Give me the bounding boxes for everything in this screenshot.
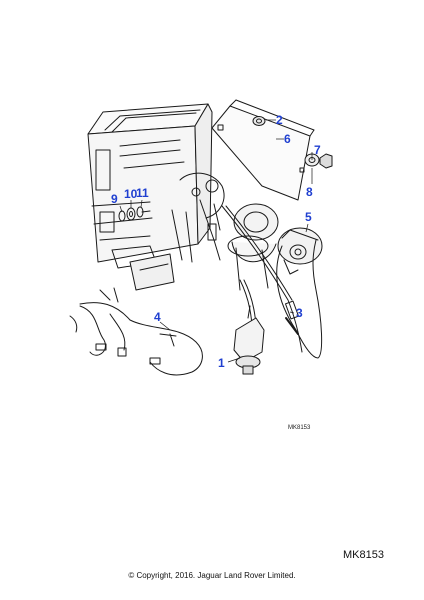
callout-6: 6 xyxy=(284,132,291,146)
callout-10: 10 xyxy=(124,187,138,201)
control-linkage xyxy=(171,172,225,263)
copyright-notice: © Copyright, 2016. Jaguar Land Rover Lim… xyxy=(128,571,296,580)
drive-cable-loop xyxy=(276,239,323,359)
callout-8: 8 xyxy=(306,185,313,199)
footer-reference-code: MK8153 xyxy=(343,549,384,561)
blower-motor xyxy=(227,203,279,291)
callout-3: 3 xyxy=(296,306,303,320)
callout-2: 2 xyxy=(276,113,283,127)
wiring-harness xyxy=(69,287,203,376)
mounting-plate xyxy=(211,99,315,201)
callout-11: 11 xyxy=(136,186,149,200)
grommet-parts xyxy=(252,116,333,169)
callout-5: 5 xyxy=(305,210,312,224)
diagram-reference-code: MK8153 xyxy=(288,425,311,431)
vacuum-switch xyxy=(233,305,265,375)
callout-7: 7 xyxy=(314,143,321,157)
callout-4: 4 xyxy=(154,310,161,324)
callout-1: 1 xyxy=(218,356,225,370)
callout-9: 9 xyxy=(111,192,118,206)
heater-box xyxy=(87,103,213,291)
cable-drum xyxy=(277,227,323,275)
